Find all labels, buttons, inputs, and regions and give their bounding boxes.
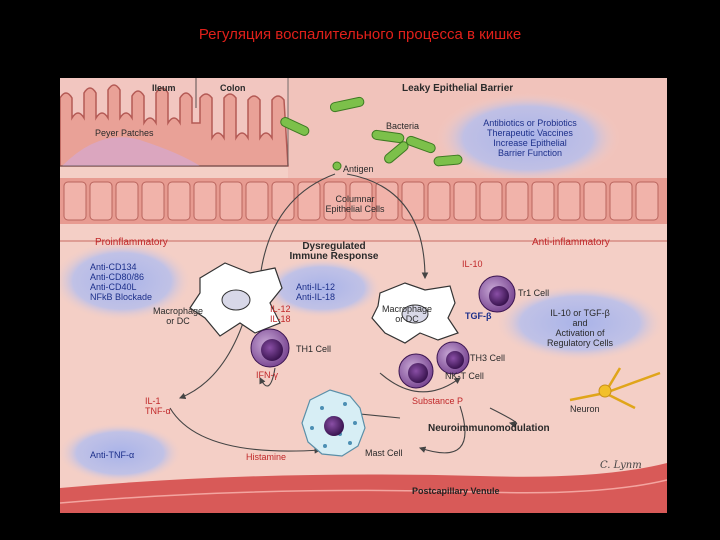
label-neuron: Neuron [570, 404, 600, 414]
arrows [169, 173, 518, 454]
label-th1-cell: TH1 Cell [296, 344, 332, 354]
neuron [569, 367, 661, 410]
macrophage-right [371, 282, 459, 344]
label-neuroimmunomodulation: Neuroimmunomodulation [428, 423, 550, 434]
regulatory-halo [495, 285, 665, 361]
label-th3-cell: TH3 Cell [470, 353, 506, 363]
label-postcapillary-venule: Postcapillary Venule [412, 486, 500, 496]
label-antigen: Antigen [343, 164, 374, 174]
label-proinflammatory: Proinflammatory [95, 237, 168, 248]
label-il10-top: IL-10 [462, 259, 483, 269]
therapy-halo [436, 93, 620, 183]
slide-title: Регуляция воспалительного процесса в киш… [198, 26, 522, 43]
anti-il-halo [262, 258, 382, 318]
anti-tnf-halo [60, 423, 182, 483]
signature: C. Lynm [600, 460, 642, 471]
blockade-halo [60, 241, 192, 321]
label-histamine: Histamine [246, 452, 287, 462]
label-mast-cell: Mast Cell [365, 448, 403, 458]
macrophage-left [189, 262, 283, 337]
label-anti-inflammatory: Anti-inflammatory [532, 237, 610, 248]
diagram-illustration [60, 78, 667, 513]
label-leaky-barrier: Leaky Epithelial Barrier [402, 83, 514, 94]
label-substance-p: Substance P [412, 396, 464, 406]
peyer-patch [62, 137, 200, 166]
inflammation-diagram: Ileum Colon Peyer Patches Leaky Epitheli… [60, 78, 667, 513]
label-ifn-gamma: IFN-γ [256, 370, 278, 380]
label-peyer-patches: Peyer Patches [95, 128, 154, 138]
bacteria-group [280, 96, 463, 171]
label-nkt-cell: NK-T Cell [445, 371, 484, 381]
label-tr1-cell: Tr1 Cell [518, 288, 550, 298]
label-tgf-beta: TGF-β [465, 311, 492, 321]
venule [60, 463, 667, 513]
label-bacteria: Bacteria [386, 121, 420, 131]
mast-cell [301, 389, 366, 457]
label-anti-tnf: Anti-TNF-α [90, 450, 135, 460]
label-ileum: Ileum [152, 83, 176, 93]
label-colon: Colon [220, 83, 246, 93]
